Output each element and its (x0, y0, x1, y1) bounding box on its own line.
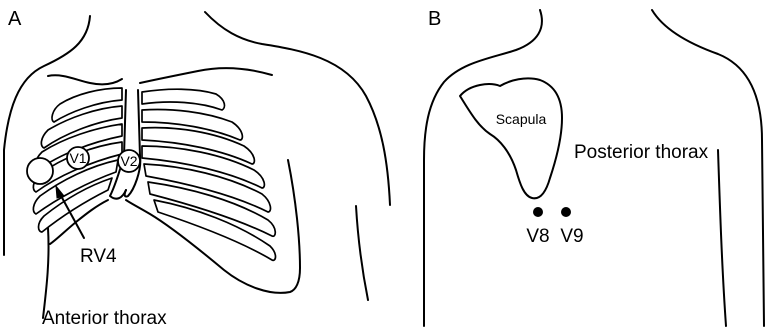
anterior-body-outline (4, 12, 390, 318)
clavicles (48, 68, 272, 84)
panel-a-letter: A (8, 8, 22, 30)
anterior-thorax-caption: Anterior thorax (42, 308, 167, 329)
electrode-rv4 (27, 158, 53, 184)
electrode-v9: V9 (560, 207, 583, 247)
rv4-pointer-arrow (56, 186, 84, 238)
rv4-label: RV4 (80, 246, 117, 267)
electrode-v8-label: V8 (526, 226, 549, 247)
panel-b: B Scapula Posterior thorax V8 V9 (424, 8, 764, 326)
electrode-v2-label: V2 (120, 153, 137, 169)
posterior-body-outline (424, 10, 764, 326)
left-ribs (142, 89, 276, 260)
scapula-label: Scapula (496, 111, 547, 127)
electrode-v1: V1 (67, 147, 89, 169)
posterior-thorax-caption: Posterior thorax (574, 142, 709, 163)
electrode-v1-label: V1 (69, 150, 86, 166)
electrode-v2: V2 (118, 150, 140, 172)
electrode-v9-label: V9 (560, 226, 583, 247)
scapula: Scapula (460, 78, 562, 198)
panel-b-letter: B (428, 8, 441, 30)
electrode-v8: V8 (526, 207, 549, 247)
panel-a: A (4, 8, 390, 329)
